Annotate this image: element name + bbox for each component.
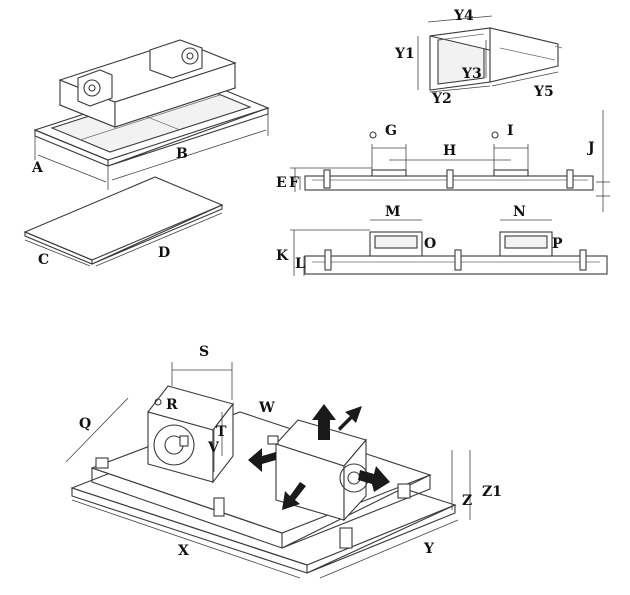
hole-i-marker <box>491 131 499 139</box>
label-b: B <box>176 146 188 162</box>
hood-isometric-view <box>33 39 270 190</box>
label-j: J <box>586 140 595 156</box>
airflow-arrow-down-left <box>282 482 306 510</box>
front-elevation-view <box>290 219 608 276</box>
label-l: L <box>295 256 305 272</box>
label-r: R <box>166 397 178 413</box>
label-g: G <box>385 123 397 139</box>
hole-g-marker <box>369 131 377 139</box>
label-e: E <box>276 175 287 191</box>
label-i: I <box>507 123 514 139</box>
label-c: C <box>38 252 49 268</box>
label-k: K <box>276 248 289 264</box>
side-elevation-view <box>290 110 610 212</box>
label-x: X <box>178 543 189 559</box>
label-m: M <box>385 204 401 220</box>
label-s: S <box>199 344 209 360</box>
label-v: V <box>207 440 220 456</box>
label-y4: Y4 <box>453 8 474 24</box>
airflow-arrow-up <box>312 404 336 440</box>
label-z1: Z1 <box>482 484 502 500</box>
label-f: F <box>289 175 299 191</box>
label-o: O <box>424 236 436 252</box>
label-q: Q <box>79 416 91 432</box>
label-p: P <box>552 236 563 252</box>
label-y1: Y1 <box>394 46 415 62</box>
label-h: H <box>443 143 456 159</box>
label-y2: Y2 <box>431 91 452 107</box>
label-d: D <box>158 245 170 261</box>
airflow-arrow-up-right <box>338 406 362 431</box>
airflow-arrows <box>248 404 390 510</box>
label-y3: Y3 <box>461 66 482 82</box>
hole-r-marker <box>154 398 162 406</box>
label-a: A <box>31 160 44 176</box>
label-n: N <box>513 204 526 220</box>
label-z: Z <box>462 493 472 509</box>
label-y5: Y5 <box>533 84 554 100</box>
label-y: Y <box>423 541 435 557</box>
duct-adapter-view <box>417 15 563 93</box>
airflow-arrow-right <box>358 466 390 492</box>
label-w: W <box>258 400 275 416</box>
label-t: T <box>216 424 227 440</box>
filter-panel-view <box>23 176 224 267</box>
hood-large-isometric-view <box>65 362 471 579</box>
airflow-arrow-left <box>248 448 276 472</box>
